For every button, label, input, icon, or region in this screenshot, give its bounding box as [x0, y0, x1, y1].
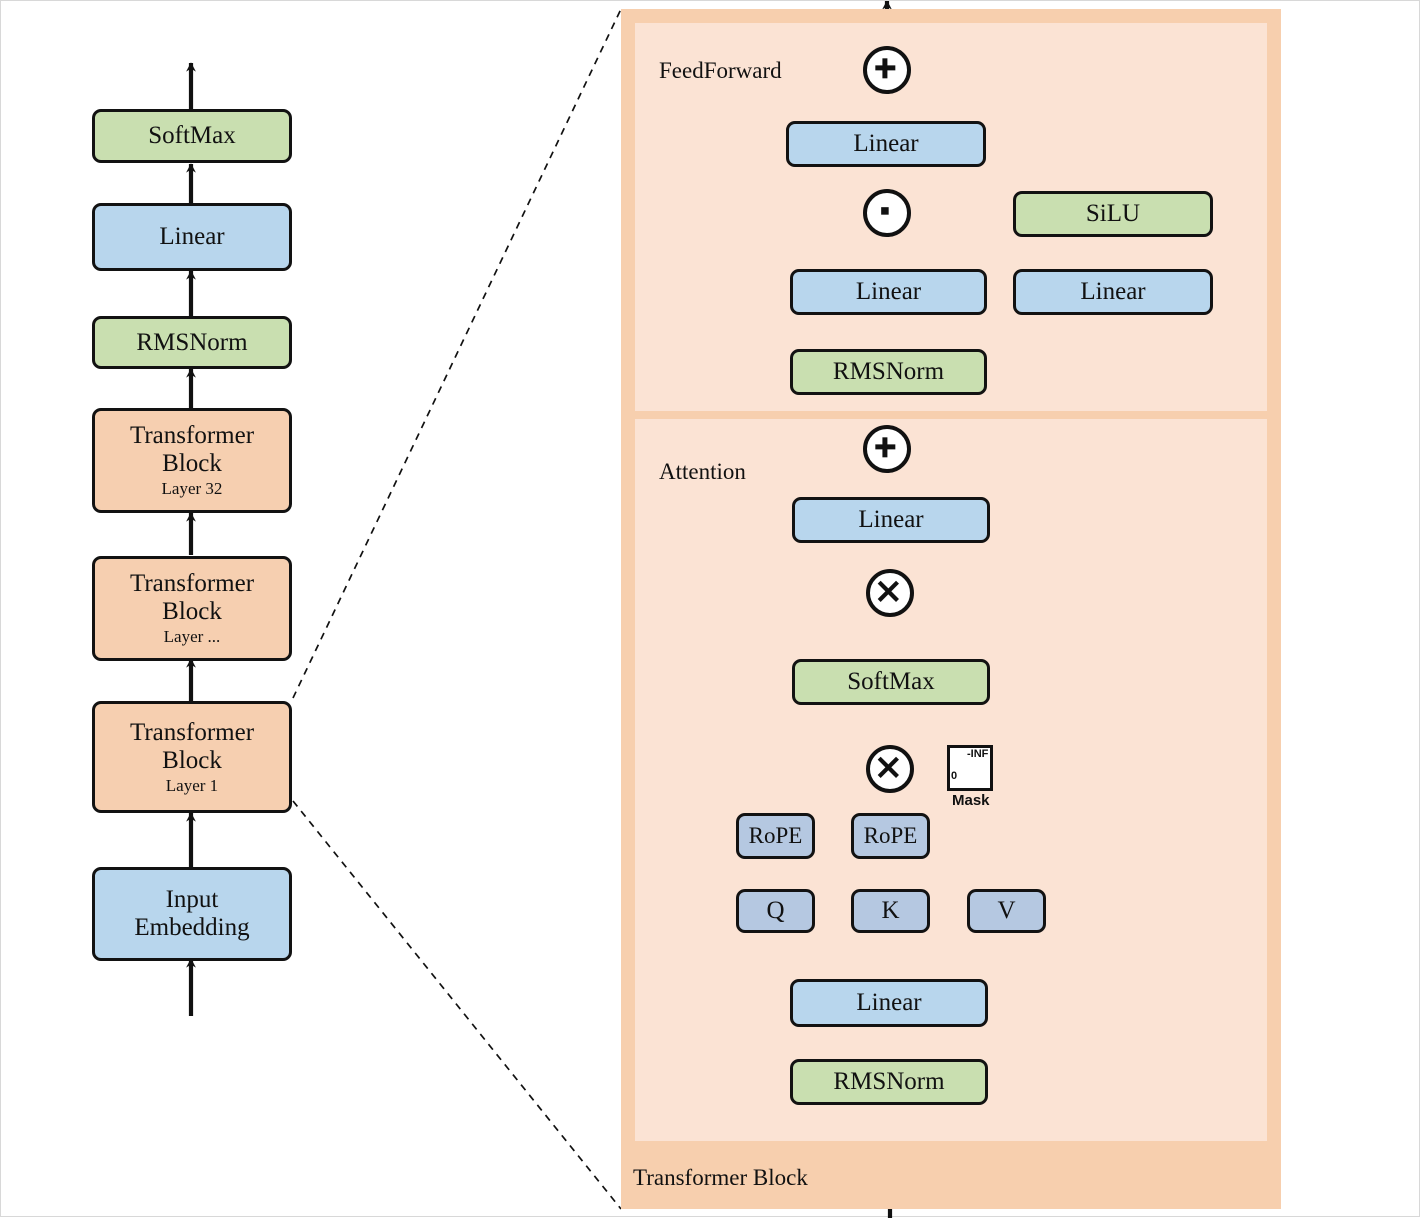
attention-rope-key[interactable]: RoPE	[851, 813, 930, 859]
node-label: Linear	[856, 989, 922, 1016]
attention-key[interactable]: K	[851, 889, 930, 933]
mask-lower-value: 0	[951, 770, 958, 782]
mask-upper-value: -INF	[967, 748, 989, 760]
node-label: K	[881, 897, 900, 924]
attention-out-linear[interactable]: Linear	[792, 497, 990, 543]
feedforward-up-linear[interactable]: Linear	[1013, 269, 1213, 315]
node-label: SoftMax	[847, 668, 935, 695]
feedforward-elementwise-multiply-operator	[863, 189, 911, 237]
attention-rmsnorm[interactable]: RMSNorm	[790, 1059, 988, 1105]
feedforward-out-linear[interactable]: Linear	[786, 121, 986, 167]
attention-softmax[interactable]: SoftMax	[792, 659, 990, 705]
attention-label: Attention	[659, 459, 746, 484]
node-label: V	[997, 897, 1016, 924]
attention-qkv-linear[interactable]: Linear	[790, 979, 988, 1027]
attention-value[interactable]: V	[967, 889, 1046, 933]
node-label: Transformer Block	[129, 718, 255, 774]
feedforward-silu[interactable]: SiLU	[1013, 191, 1213, 237]
stack-node-transformer-block-layer-mid[interactable]: Transformer Block Layer ...	[92, 556, 292, 661]
transformer-block-container-label: Transformer Block	[633, 1165, 808, 1190]
attention-scores-value-matmul-operator	[866, 569, 914, 617]
node-label: RMSNorm	[136, 328, 248, 356]
feedforward-rmsnorm[interactable]: RMSNorm	[790, 349, 987, 395]
stack-node-linear[interactable]: Linear	[92, 203, 292, 271]
attention-rope-query[interactable]: RoPE	[736, 813, 815, 859]
node-label: Linear	[853, 130, 919, 157]
node-sublabel: Layer ...	[163, 627, 221, 647]
node-label: Q	[766, 897, 785, 924]
node-label: Linear	[1080, 278, 1146, 305]
node-label: Transformer Block	[129, 422, 255, 478]
stack-node-transformer-block-layer-32[interactable]: Transformer Block Layer 32	[92, 408, 292, 513]
attention-add-operator	[863, 425, 911, 473]
stack-node-input-embedding[interactable]: Input Embedding	[92, 867, 292, 961]
node-sublabel: Layer 1	[165, 775, 219, 795]
feedforward-label: FeedForward	[659, 58, 782, 83]
stack-node-rmsnorm[interactable]: RMSNorm	[92, 316, 292, 369]
node-label: Linear	[159, 223, 225, 250]
attention-query-key-matmul-operator	[866, 745, 914, 793]
node-label: RoPE	[748, 823, 803, 849]
node-sublabel: Layer 32	[161, 479, 223, 499]
node-label: RoPE	[863, 823, 918, 849]
stack-node-transformer-block-layer-1[interactable]: Transformer Block Layer 1	[92, 701, 292, 813]
node-label: RMSNorm	[833, 1068, 945, 1095]
feedforward-add-operator	[863, 46, 911, 94]
node-label: Linear	[855, 278, 922, 305]
node-label: SoftMax	[148, 122, 236, 149]
node-label: SiLU	[1085, 200, 1141, 227]
node-label: Transformer Block	[129, 570, 255, 626]
node-label: Input Embedding	[134, 886, 250, 941]
attention-query[interactable]: Q	[736, 889, 815, 933]
feedforward-gate-linear[interactable]: Linear	[790, 269, 987, 315]
mask-caption: Mask	[952, 792, 990, 809]
node-label: Linear	[858, 506, 924, 533]
stack-node-softmax[interactable]: SoftMax	[92, 109, 292, 163]
node-label: RMSNorm	[832, 358, 945, 385]
